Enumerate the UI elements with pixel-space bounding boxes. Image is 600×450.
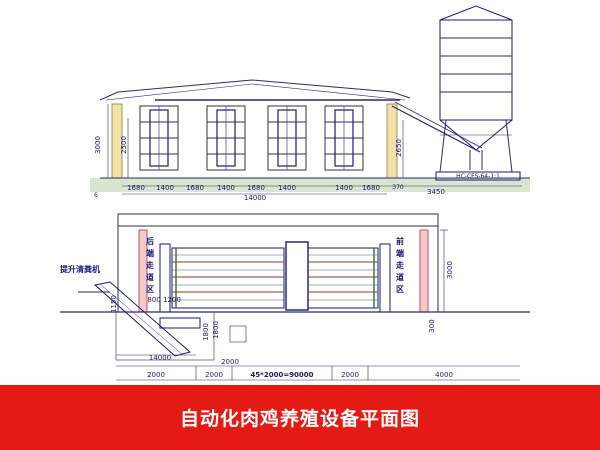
bay-dim-7: 1400 — [335, 184, 353, 192]
bay-dim-2: 1400 — [156, 184, 174, 192]
rear-aisle-char-5: 区 — [146, 285, 154, 294]
feed-silo — [439, 5, 513, 173]
equipment-layout-drawing: 3000 2500 2650 1680 1400 1680 1400 1680 … — [60, 5, 530, 381]
rear-aisle-char-2: 端 — [146, 248, 154, 258]
top-elevation-view — [90, 5, 530, 195]
dim-2000-mid: 2000 — [221, 358, 239, 366]
bay-dim-1: 1680 — [127, 184, 145, 192]
dim-height-2500: 2500 — [120, 136, 128, 154]
cage-unit-2 — [206, 105, 246, 171]
silo-width-3450: 3450 — [427, 188, 445, 196]
cage-unit-3 — [267, 105, 307, 171]
bottom-dim-5: 4000 — [435, 371, 453, 379]
dim-height-3000: 3000 — [94, 136, 102, 154]
marker-6: 6 — [94, 192, 98, 199]
bottom-view-labels: 后 端 走 道 区 前 端 走 道 区 提升清粪机 — [60, 236, 405, 294]
right-height-3000: 3000 — [446, 261, 454, 279]
bottom-dim-2: 2000 — [205, 371, 223, 379]
small-dim-1200: 1200 — [163, 296, 181, 304]
front-aisle-char-3: 走 — [395, 260, 405, 270]
total-width-14000: 14000 — [244, 194, 266, 202]
bottom-dim-3: 45*2000=90000 — [250, 371, 313, 379]
bottom-dim-4: 2000 — [341, 371, 359, 379]
small-dim-1150: 1150 — [110, 295, 118, 313]
bay-dim-8: 1680 — [362, 184, 380, 192]
small-dim-800: 800 — [147, 296, 160, 304]
right-small-300: 300 — [428, 319, 436, 332]
silo-model-label: HC-CFS-64-1:1 — [456, 173, 500, 180]
bottom-view-dims: 1150 800 1200 1800 1800 14000 2000 3000 … — [110, 261, 454, 379]
dim-14000-bottom: 14000 — [149, 354, 171, 362]
front-aisle-char-5: 区 — [396, 285, 404, 294]
elevator-label: 提升清粪机 — [60, 264, 100, 274]
front-aisle-char-1: 前 — [396, 236, 404, 246]
front-aisle-char-2: 端 — [396, 248, 404, 258]
dim-height-2650: 2650 — [395, 139, 403, 157]
rear-aisle-char-3: 走 — [145, 260, 155, 270]
rear-aisle-char-4: 道 — [146, 272, 154, 282]
dim-1800: 1800 — [202, 323, 210, 341]
bay-dim-4: 1400 — [217, 184, 235, 192]
rear-aisle-char-1: 后 — [146, 236, 154, 246]
bottom-dim-1: 2000 — [147, 371, 165, 379]
offset-370: 370 — [392, 184, 404, 191]
banner-title: 自动化肉鸡养殖设备平面图 — [179, 408, 420, 430]
title-banner: 自动化肉鸡养殖设备平面图 — [0, 385, 600, 450]
small-dim-1800-right: 1800 — [212, 321, 220, 339]
cage-unit-1 — [139, 105, 179, 171]
cage-unit-4 — [324, 105, 364, 171]
bay-dim-6: 1400 — [278, 184, 296, 192]
bay-dim-3: 1680 — [186, 184, 204, 192]
layout-svg: 3000 2500 2650 1680 1400 1680 1400 1680 … — [60, 5, 530, 381]
bottom-plan-view — [60, 213, 530, 381]
front-aisle-char-4: 道 — [396, 272, 404, 282]
bay-dim-5: 1680 — [247, 184, 265, 192]
top-view-labels: 3000 2500 2650 1680 1400 1680 1400 1680 … — [94, 136, 500, 202]
